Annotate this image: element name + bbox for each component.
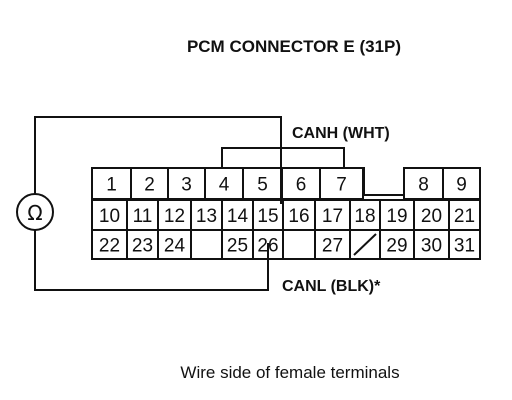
terminal-number: 30 bbox=[421, 236, 442, 257]
terminal-number: 31 bbox=[454, 236, 475, 257]
connector-lock-tab bbox=[221, 147, 345, 168]
canh-label: CANH (WHT) bbox=[292, 125, 390, 142]
terminal-cell bbox=[157, 229, 192, 260]
terminal-number: 25 bbox=[227, 236, 248, 257]
terminal-number: 1 bbox=[106, 175, 117, 196]
canh-probe-wire bbox=[34, 116, 282, 204]
terminal-number: 3 bbox=[181, 175, 192, 196]
terminal-number: 26 bbox=[257, 236, 278, 257]
terminal-number: 21 bbox=[454, 206, 475, 227]
terminal-number: 19 bbox=[386, 206, 407, 227]
terminal-number: 17 bbox=[322, 206, 343, 227]
terminal-number: 4 bbox=[219, 175, 230, 196]
terminal-number: 24 bbox=[164, 236, 186, 257]
unused-terminal-mark bbox=[353, 233, 377, 256]
terminal-number: 5 bbox=[257, 175, 268, 196]
terminal-number: 29 bbox=[386, 236, 407, 257]
svg-text:Ω: Ω bbox=[27, 201, 42, 225]
ohm-meter-icon: Ω bbox=[16, 193, 54, 231]
diagram-title: PCM CONNECTOR E (31P) bbox=[187, 37, 401, 56]
canl-probe-wire bbox=[34, 230, 269, 291]
terminal-number: 13 bbox=[196, 206, 217, 227]
terminal-number: 8 bbox=[418, 175, 429, 196]
caption: Wire side of female terminals bbox=[180, 363, 399, 382]
terminal-number: 2 bbox=[144, 175, 155, 196]
terminal-number: 9 bbox=[456, 175, 467, 196]
terminal-number: 16 bbox=[288, 206, 309, 227]
canl-label: CANL (BLK)* bbox=[282, 278, 381, 295]
terminal-number: 10 bbox=[99, 206, 120, 227]
terminal-number: 27 bbox=[322, 236, 343, 257]
terminal-number: 6 bbox=[296, 175, 307, 196]
terminal-number: 22 bbox=[99, 236, 120, 257]
terminal-number: 23 bbox=[132, 236, 153, 257]
terminal-cell bbox=[448, 229, 481, 260]
terminal-number: 12 bbox=[164, 206, 185, 227]
terminal-number: 18 bbox=[354, 206, 375, 227]
terminal-number: 15 bbox=[257, 206, 278, 227]
terminal-number: 20 bbox=[421, 206, 442, 227]
terminal-cell bbox=[252, 229, 284, 260]
terminal-number: 11 bbox=[133, 206, 153, 227]
terminal-number: 14 bbox=[227, 206, 249, 227]
terminal-number: 7 bbox=[336, 175, 347, 196]
